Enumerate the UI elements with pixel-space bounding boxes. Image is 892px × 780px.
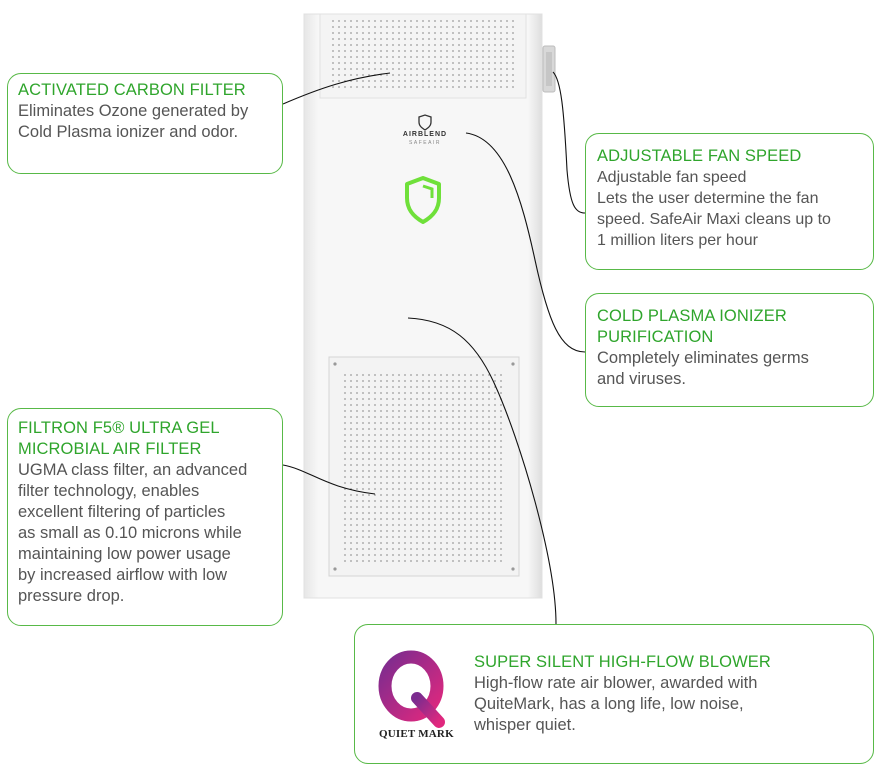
callout-title: COLD PLASMA IONIZER — [597, 307, 787, 325]
callout-desc-line: and viruses. — [597, 370, 686, 388]
filter-grille — [343, 370, 505, 562]
callout-desc-line: as small as 0.10 microns while — [18, 524, 242, 542]
brand-name: AIRBLEND — [402, 131, 448, 138]
leader-lines — [282, 71, 586, 625]
quiet-mark-label: QUIET MARK — [379, 728, 454, 740]
callout-desc-line: pressure drop. — [18, 587, 125, 605]
brand-model: SAFEAIR — [409, 140, 441, 146]
callout-title: PURIFICATION — [597, 328, 714, 346]
callout-title: MICROBIAL AIR FILTER — [18, 440, 202, 458]
callout-filtron-filter: FILTRON F5® ULTRA GEL MICROBIAL AIR FILT… — [7, 408, 283, 626]
callout-desc-line: Lets the user determine the fan — [597, 190, 819, 207]
quiet-mark-logo — [373, 650, 451, 750]
callout-desc-line: Cold Plasma ionizer and odor. — [18, 123, 239, 141]
callout-desc-line: maintaining low power usage — [18, 545, 231, 563]
callout-desc-line: by increased airflow with low — [18, 566, 228, 584]
callout-desc-line: Eliminates Ozone generated by — [18, 102, 249, 120]
callout-adjustable-fan-speed: ADJUSTABLE FAN SPEED Adjustable fan spee… — [585, 133, 874, 270]
callout-desc-line: whisper quiet. — [474, 716, 576, 734]
callout-desc-line: QuiteMark, has a long life, low noise, — [474, 695, 744, 713]
callout-desc-line: High-flow rate air blower, awarded with — [474, 674, 758, 692]
callout-silent-blower: SUPER SILENT HIGH-FLOW BLOWER High-flow … — [354, 624, 874, 764]
callout-desc-line: Completely eliminates germs — [597, 349, 809, 367]
callout-title: ADJUSTABLE FAN SPEED — [597, 147, 802, 165]
callout-desc-line: UGMA class filter, an advanced — [18, 461, 248, 479]
callout-desc-line: speed. SafeAir Maxi cleans up to — [597, 211, 831, 228]
callout-desc-line: 1 million liters per hour — [597, 232, 758, 249]
callout-desc-line: Adjustable fan speed — [597, 169, 747, 186]
callout-title: SUPER SILENT HIGH-FLOW BLOWER — [474, 653, 771, 671]
brand-logo-icon — [418, 114, 432, 131]
top-grille — [332, 20, 514, 92]
callout-activated-carbon-filter: ACTIVATED CARBON FILTER Eliminates Ozone… — [7, 73, 283, 174]
callout-title: ACTIVATED CARBON FILTER — [18, 81, 246, 99]
callout-desc-line: filter technology, enables — [18, 482, 200, 500]
callout-cold-plasma-ionizer: COLD PLASMA IONIZER PURIFICATION Complet… — [585, 293, 874, 407]
shield-icon — [405, 176, 441, 224]
callout-title: FILTRON F5® ULTRA GEL — [18, 419, 220, 437]
callout-desc-line: excellent filtering of particles — [18, 503, 226, 521]
quiet-mark-q-icon — [378, 650, 444, 722]
